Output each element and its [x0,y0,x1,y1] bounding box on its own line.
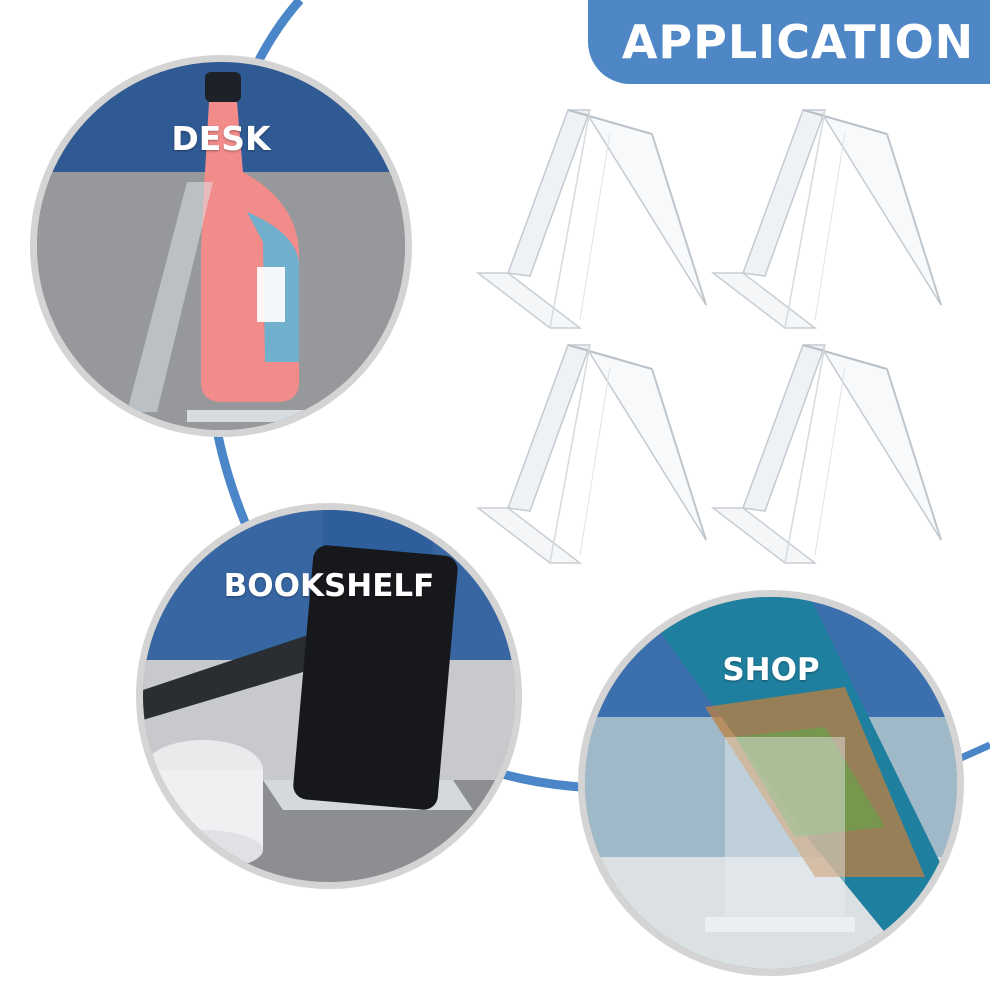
acrylic-stand-icon [712,344,942,564]
scene-label-desk: DESK [171,119,271,158]
bottle-icon [201,72,299,402]
scene-label-shop: SHOP [722,652,820,688]
acrylic-stand-grid [477,109,942,564]
banner-title: APPLICATION [621,15,975,69]
desk-scene-image [37,62,405,430]
book-icon [635,597,957,969]
acrylic-stand-icon [477,109,707,329]
bookshelf-scene-circle: BOOKSHELF [136,503,522,889]
shop-scene-image [585,597,957,969]
application-banner: APPLICATION [588,0,990,84]
scene-label-bookshelf: BOOKSHELF [223,568,435,604]
phone-icon [293,545,458,810]
acrylic-stand-icon [712,109,942,329]
bookshelf-scene-image [143,510,515,882]
desk-scene-circle: DESK [30,55,412,437]
shop-scene-circle: SHOP [578,590,964,976]
